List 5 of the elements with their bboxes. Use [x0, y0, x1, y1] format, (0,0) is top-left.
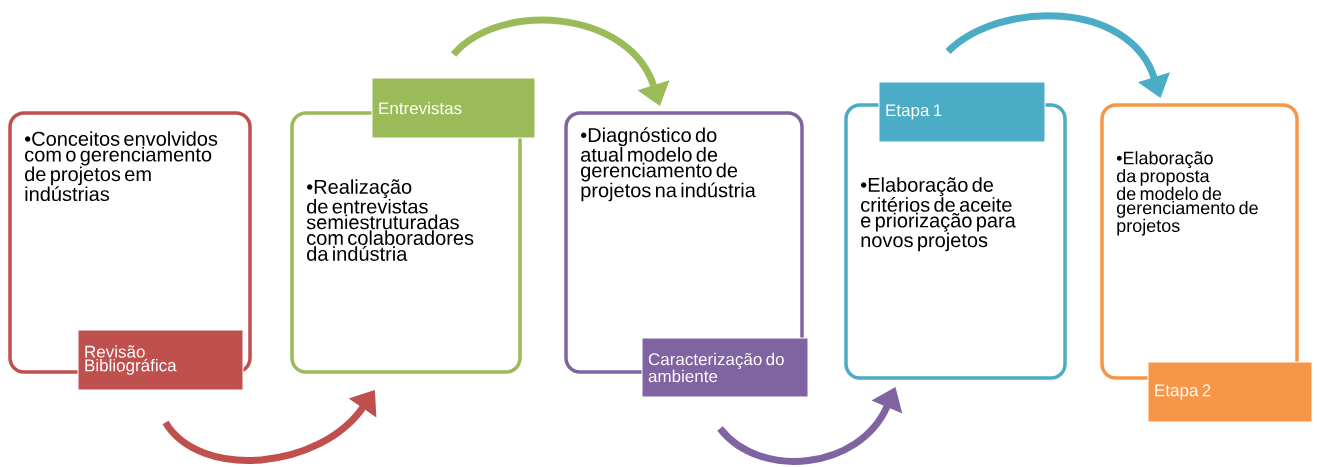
label-tab: Entrevistas	[371, 77, 536, 139]
label-tab: Etapa 2	[1147, 361, 1313, 423]
label-tab: Etapa 1	[878, 81, 1046, 143]
label-tab: Caracterização do ambiente	[641, 337, 809, 398]
label-tab: Revisão Bibliográfica	[77, 329, 244, 391]
